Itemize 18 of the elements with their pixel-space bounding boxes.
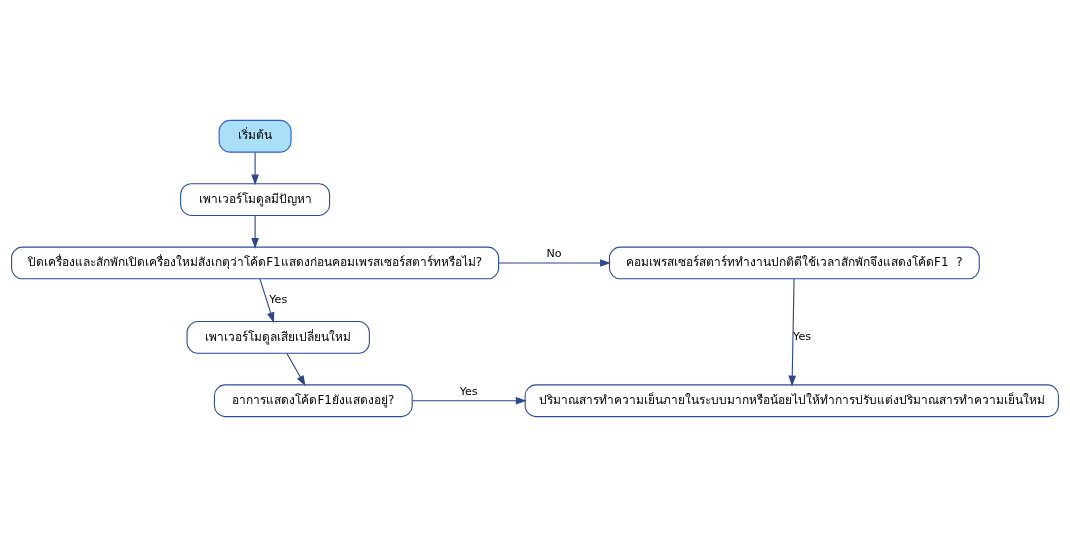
edge-label: Yes <box>459 385 478 399</box>
arrow <box>411 396 527 405</box>
edge-label: Yes <box>793 330 812 344</box>
node-box: ปริมาณสารทำความเย็นภายในระบบมากหรือน้อยไปให้ทำการปรับแต่งปริมาณสารทำความเย็นใหม่ <box>524 384 1059 418</box>
node-box: เริ่มต้น <box>218 119 292 153</box>
edge-label: Yes <box>269 293 288 307</box>
node-box: เพาเวอร์โมดูลเสียเปลี่ยนใหม่ <box>186 321 370 354</box>
edge-label: No <box>546 247 562 261</box>
arrow <box>251 151 259 186</box>
node-box: เพาเวอร์โมดูลมีปัญหา <box>180 183 331 216</box>
node-box: อาการแสดงโค้ดF1ยังแสดงอยู่? <box>213 384 413 418</box>
arrow <box>286 352 306 387</box>
node-box: คอมเพรสเซอร์สตาร์ททำงานปกติดีใช้เวลาสักพักจึงแสดงโค้ดF1 ? <box>608 246 980 280</box>
node-box: ปิดเครื่องและสักพักเปิดเครื่องใหม่สังเกตุว่าโค้ดF1แสดงก่อนคอมเพรสเซอร์สตาร์ทหรือไม่? <box>11 246 500 280</box>
arrow <box>251 215 259 249</box>
arrow <box>788 278 796 387</box>
arrow <box>498 259 611 267</box>
arrow <box>259 278 275 324</box>
